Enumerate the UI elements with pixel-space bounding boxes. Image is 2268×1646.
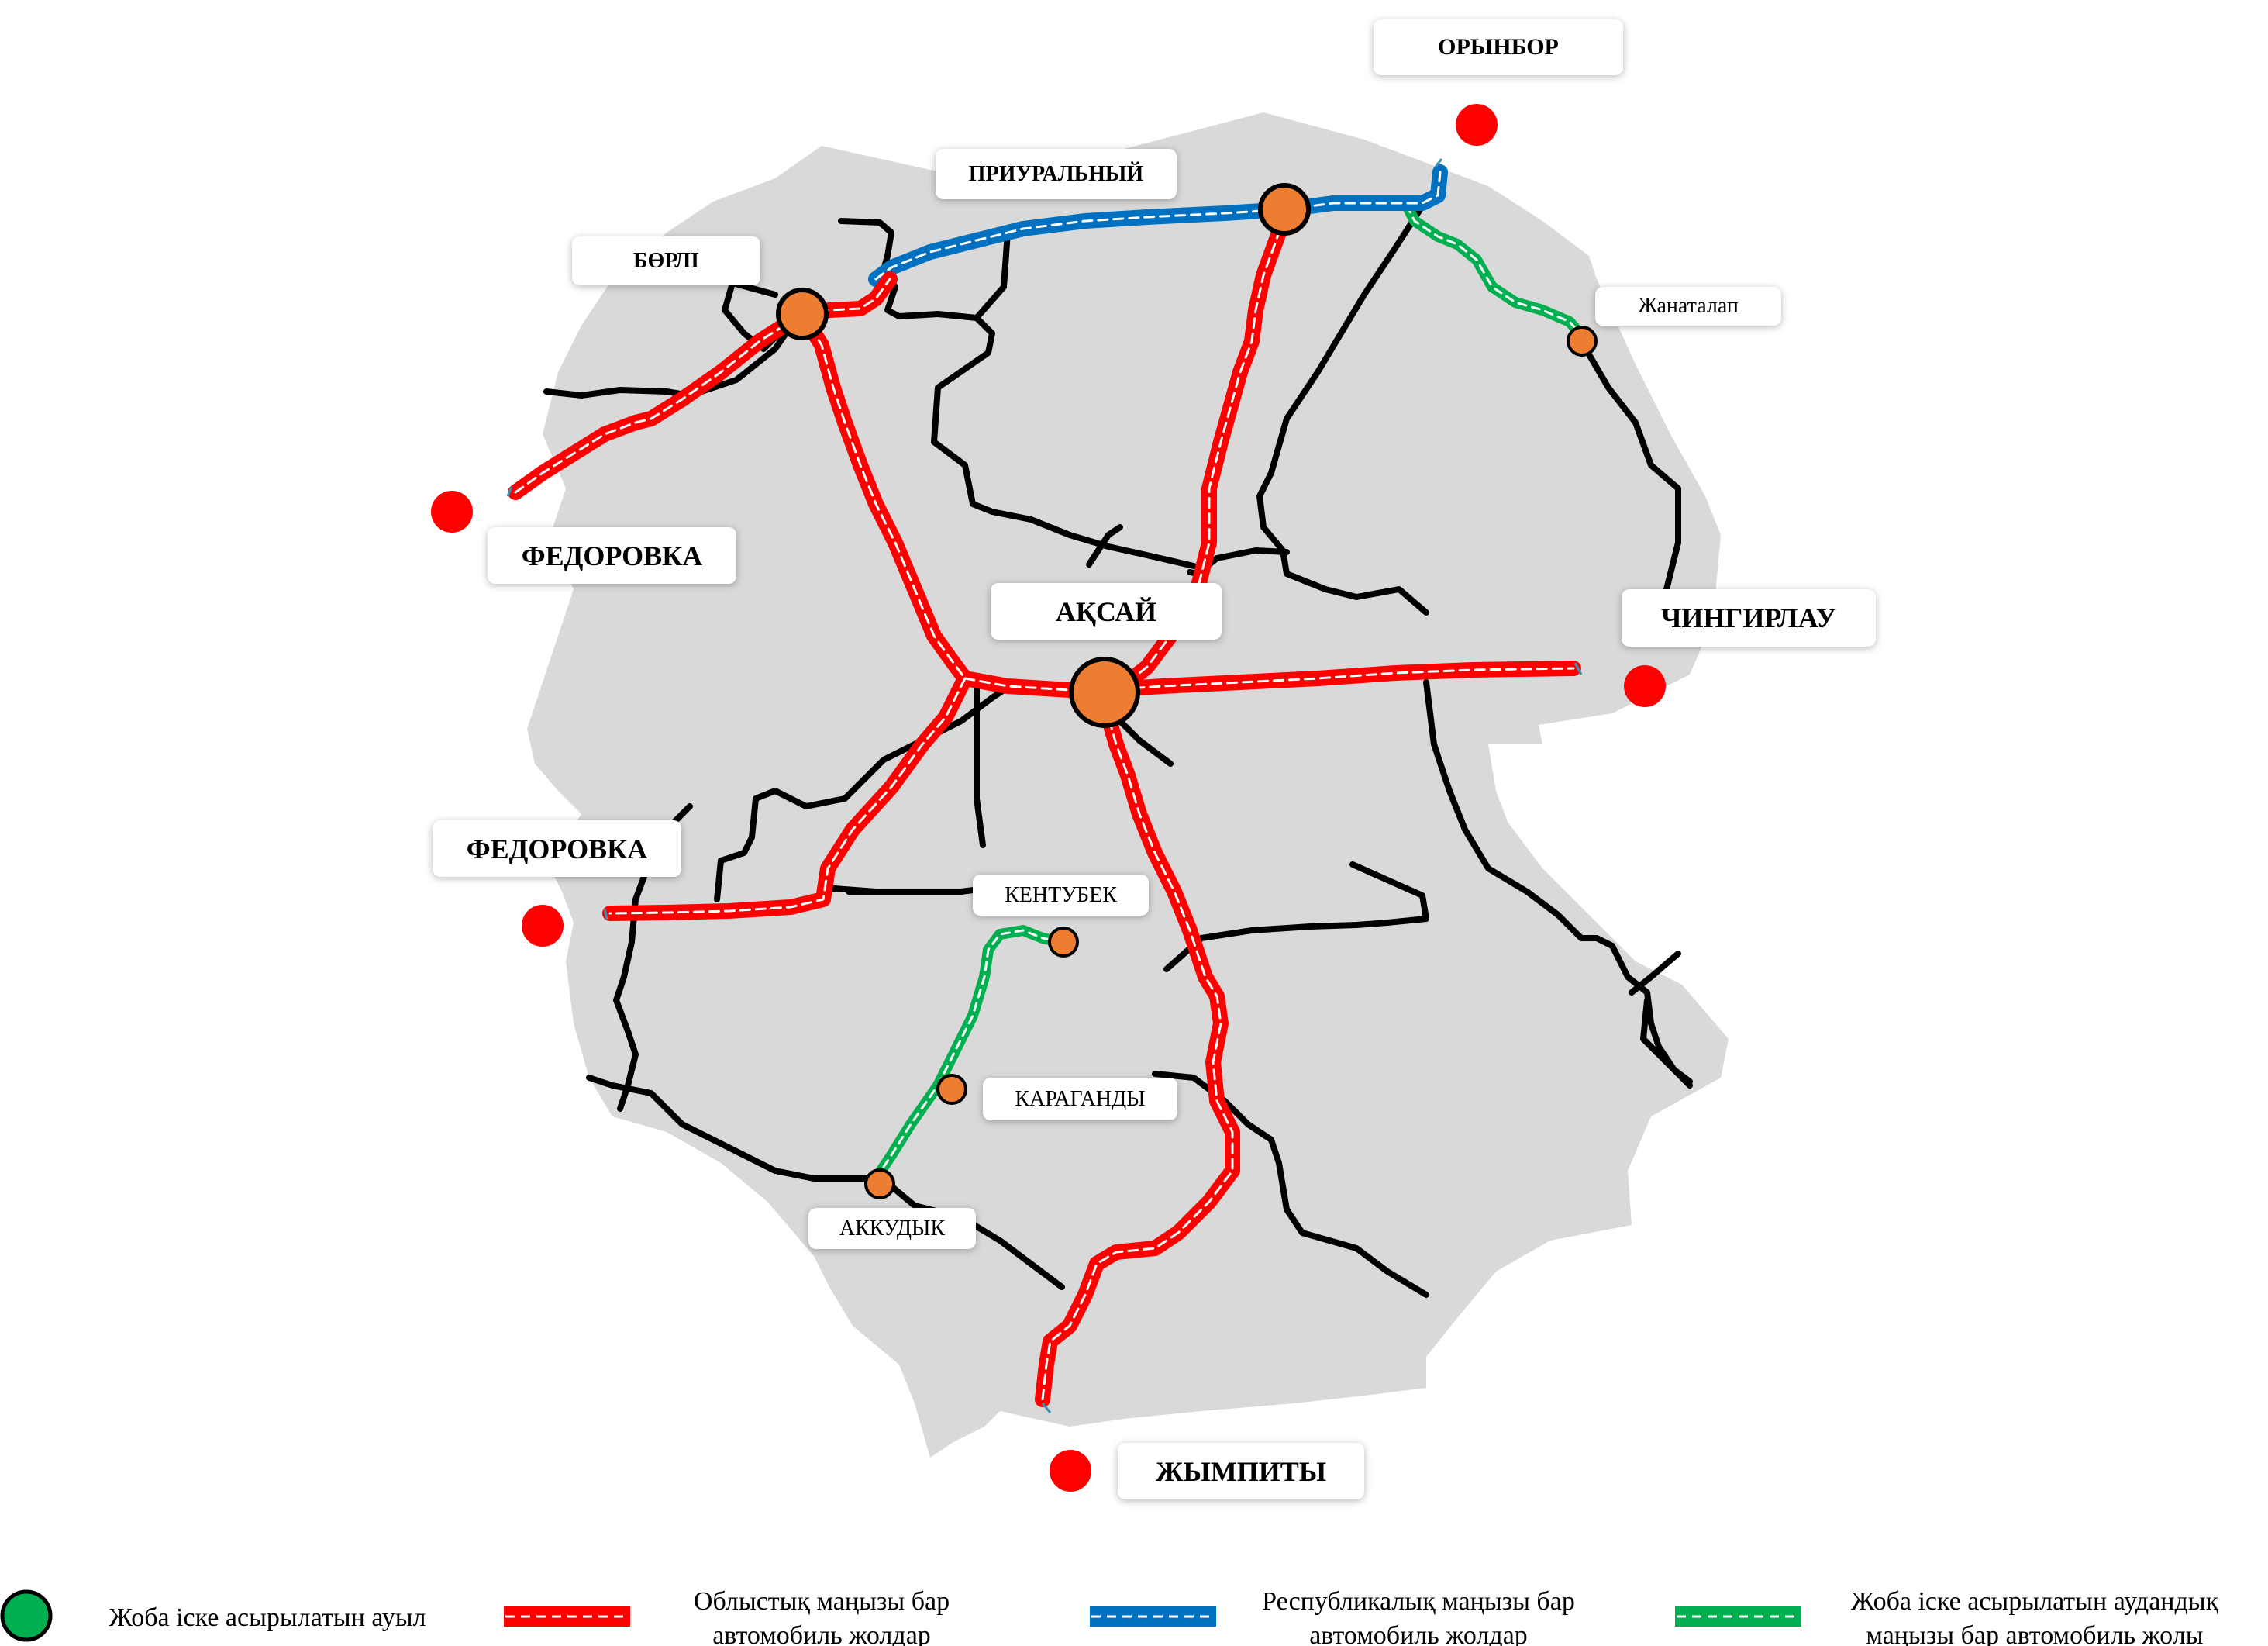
label-chingirlau: ЧИНГИРЛАУ <box>1622 589 1876 647</box>
settlements <box>776 183 1598 1199</box>
legend-regional-roads-label: Облыстық маңызы бар автомобиль жолдар <box>639 1585 1004 1646</box>
legend-district-roads-line2: маңызы бар автомобиль жолы <box>1866 1621 2204 1646</box>
border-point-zhympity <box>1050 1450 1091 1492</box>
label-kentubek: КЕНТУБЕК <box>973 875 1149 916</box>
label-borli: БӨРЛІ <box>572 236 760 285</box>
label-karagandy: КАРАГАНДЫ <box>983 1078 1177 1120</box>
legend-graphics <box>0 1589 1801 1642</box>
settlement-akkudyk <box>864 1168 895 1199</box>
label-fedorovka-north: ФЕДОРОВКА <box>488 527 736 584</box>
label-orynbor: ОРЫНБОР <box>1374 19 1623 75</box>
legend-project-village-text: Жоба іске асырылатын ауыл <box>109 1603 426 1632</box>
legend-republican-road-icon <box>1090 1606 1216 1627</box>
border-point-fedorovka-north <box>431 491 473 533</box>
label-zhanatalap: Жанаталап <box>1595 287 1781 326</box>
district-roads <box>870 200 1591 1184</box>
settlement-kentubek <box>1048 927 1079 958</box>
legend-project-village-icon <box>0 1589 53 1642</box>
legend-republican-roads-line1: Республикалық маңызы бар <box>1262 1587 1575 1616</box>
legend-project-village-label: Жоба іске асырылатын ауыл <box>101 1601 434 1635</box>
label-aksai: АҚСАЙ <box>991 583 1222 640</box>
settlement-priuralny <box>1258 183 1311 236</box>
settlement-zhanatalap <box>1567 326 1598 357</box>
label-akkudyk: АККУДЫК <box>808 1208 976 1249</box>
border-point-orynbor <box>1456 104 1498 146</box>
border-point-chingirlau <box>1624 665 1666 707</box>
legend-district-roads-label: Жоба іске асырылатын аудандық маңызы бар… <box>1818 1585 2252 1646</box>
legend-regional-roads-line1: Облыстық маңызы бар <box>693 1587 950 1616</box>
legend-regional-road-icon <box>504 1606 630 1627</box>
label-zhympity: ЖЫМПИТЫ <box>1118 1443 1364 1499</box>
legend-republican-roads-line2: автомобиль жолдар <box>1309 1621 1528 1646</box>
border-point-fedorovka-south <box>522 905 564 947</box>
settlement-borli <box>776 288 829 340</box>
legend-district-road-icon <box>1675 1606 1801 1627</box>
legend-regional-roads-line2: автомобиль жолдар <box>712 1621 931 1646</box>
republican-road <box>868 164 1448 287</box>
border-points <box>431 104 1666 1492</box>
road-end-ticks <box>506 158 1583 1413</box>
settlement-karagandy <box>936 1074 967 1105</box>
label-priuralny: ПРИУРАЛЬНЫЙ <box>936 149 1177 199</box>
legend-republican-roads-label: Республикалық маңызы бар автомобиль жолд… <box>1232 1585 1604 1646</box>
regional-roads <box>508 202 1581 1407</box>
legend-district-roads-line1: Жоба іске асырылатын аудандық <box>1850 1587 2219 1616</box>
settlement-aksai <box>1069 657 1140 728</box>
label-fedorovka-south: ФЕДОРОВКА <box>433 820 681 877</box>
